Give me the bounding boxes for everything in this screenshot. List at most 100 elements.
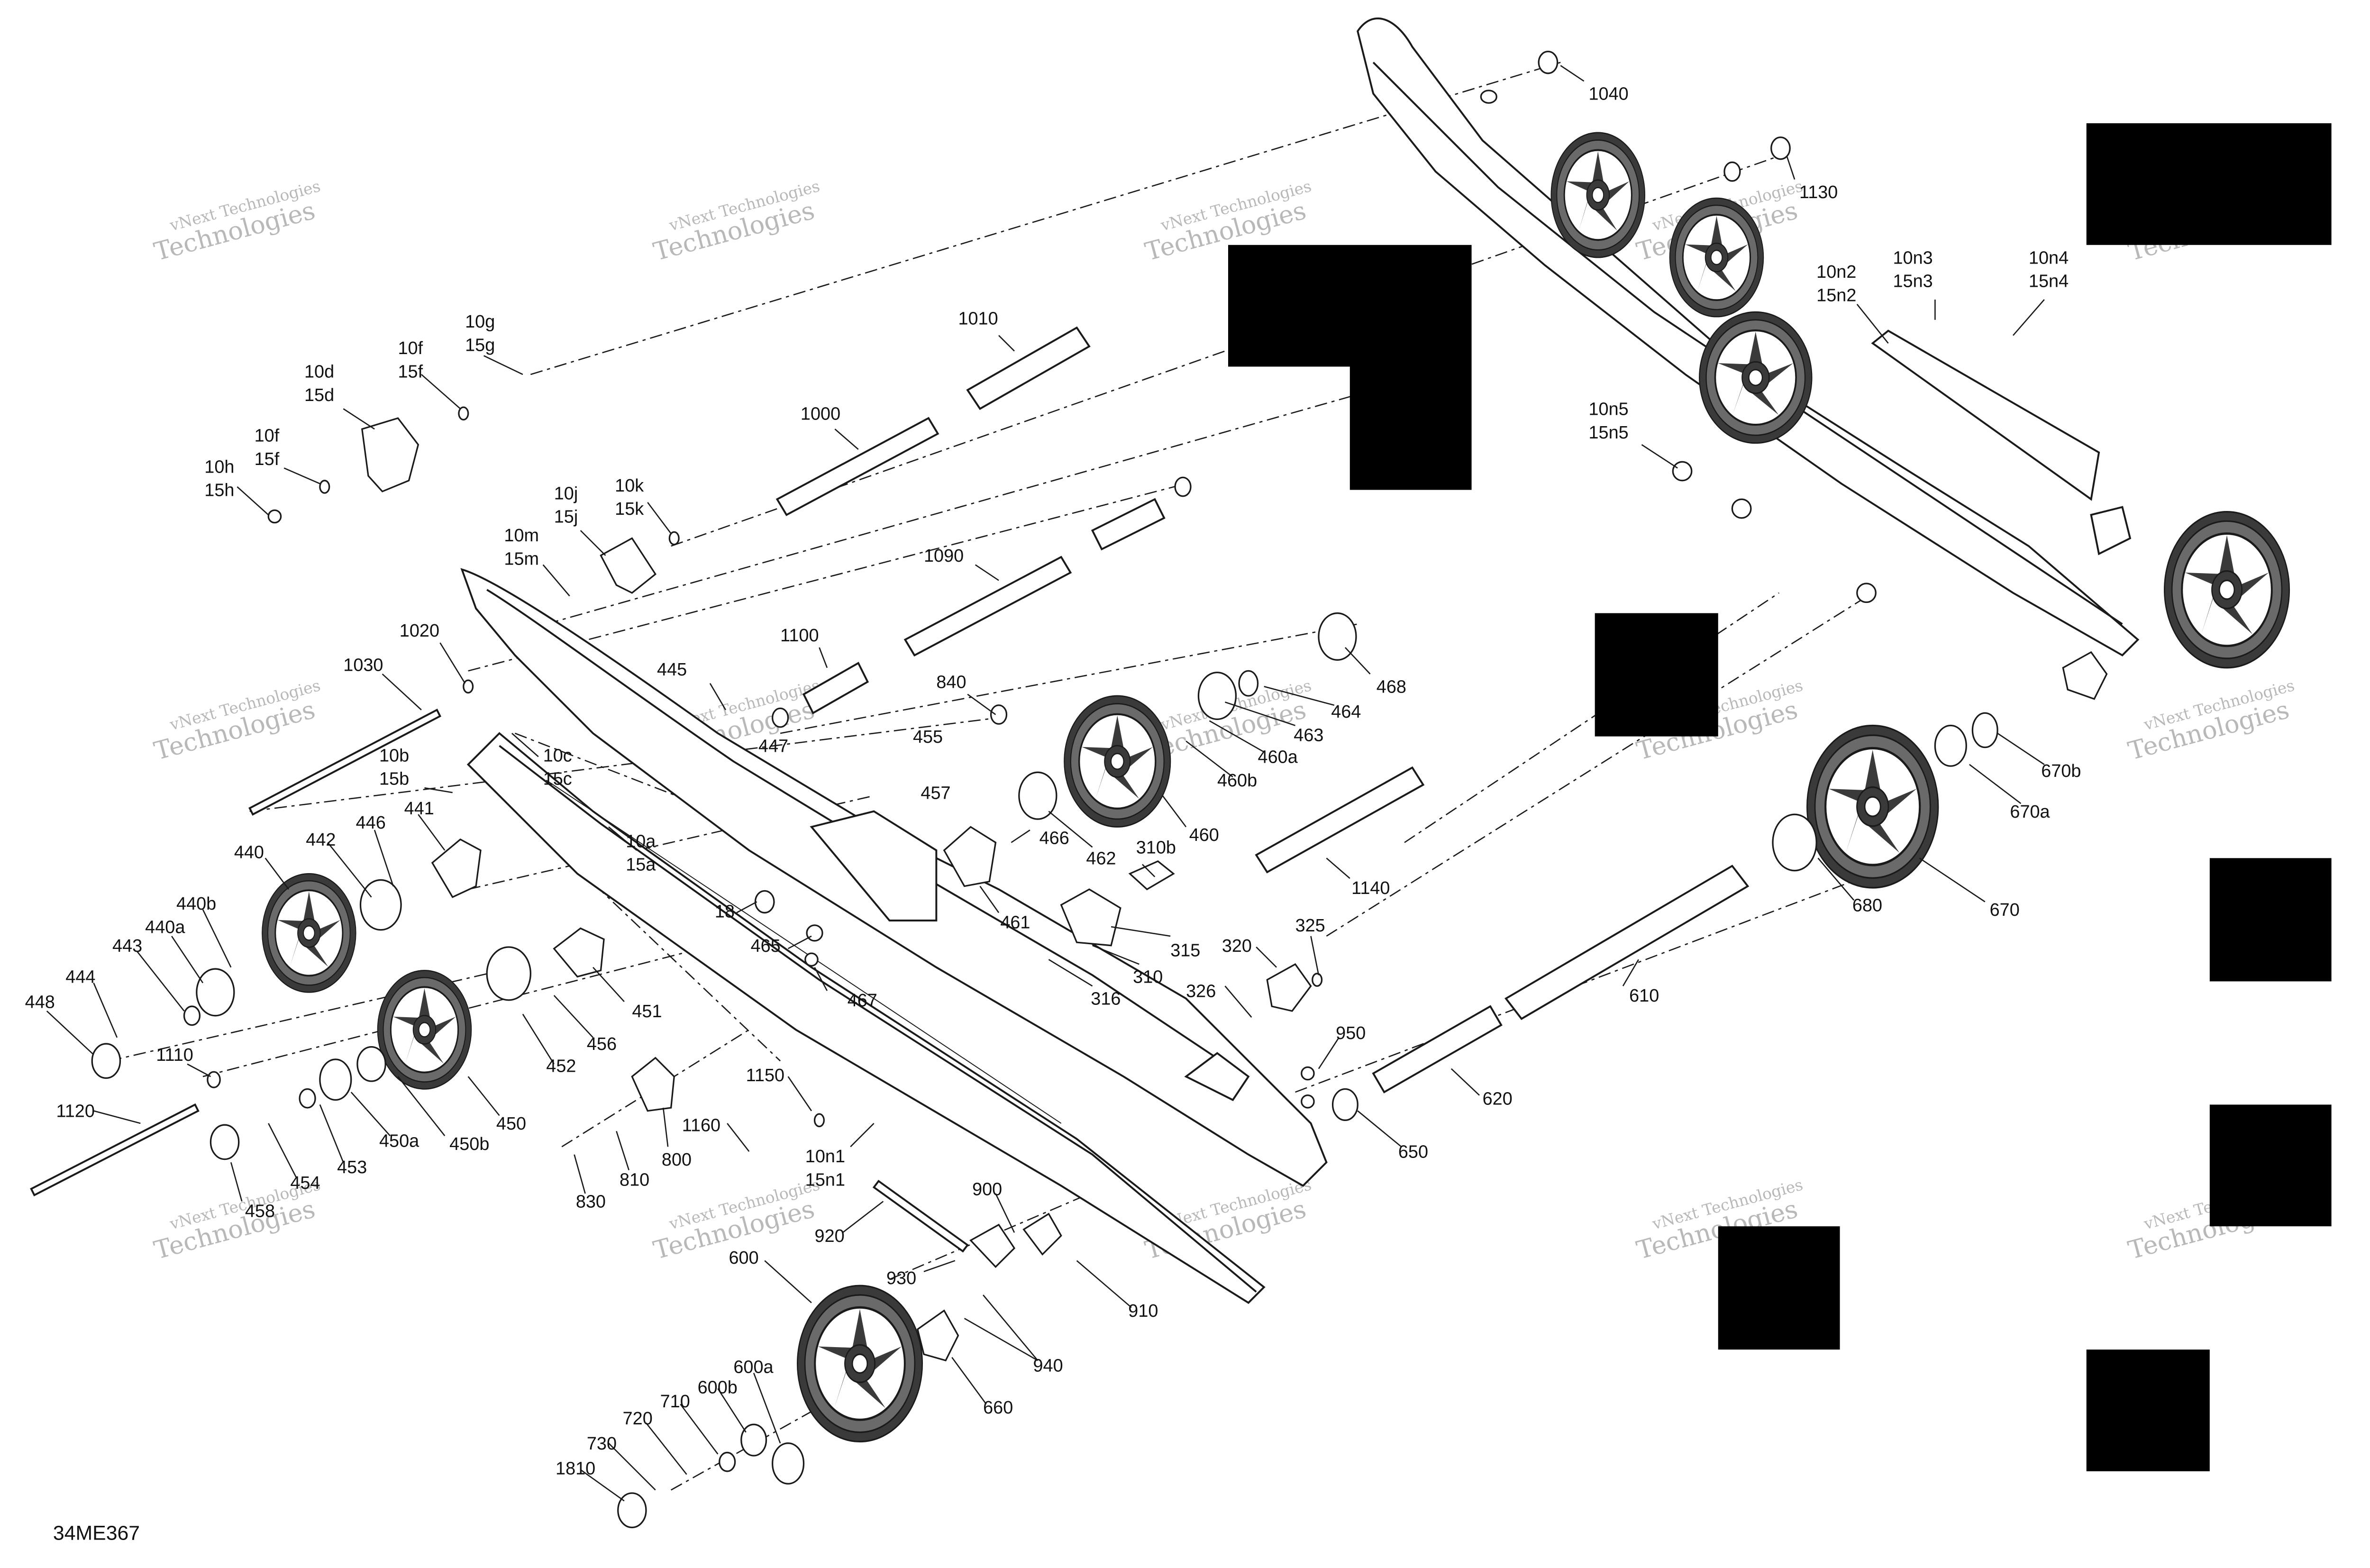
callout-label: 910 [1128, 1301, 1158, 1321]
callout-label: 660 [983, 1398, 1013, 1418]
callout-label: 10f [398, 338, 423, 358]
wheel-upper-4 [1670, 198, 1764, 317]
drawing-code: 34ME367 [53, 1522, 140, 1545]
callout-label: 1040 [1589, 84, 1629, 104]
callout-label: 680 [1852, 895, 1882, 915]
callout-label: 15n3 [1893, 272, 1933, 292]
callout-label: 316 [1091, 989, 1121, 1009]
wheel-upper-2 [1699, 312, 1812, 443]
bracket-10d [361, 417, 419, 492]
callout-label: 15f [255, 449, 280, 469]
bracket-451 [553, 927, 605, 978]
tube-1000b [1091, 498, 1166, 551]
callout-label: 10k [615, 476, 644, 496]
callout-label: 450b [449, 1134, 489, 1154]
callout-label: 810 [620, 1170, 649, 1190]
callout-label: 465 [751, 936, 781, 956]
callout-label: 444 [65, 967, 95, 987]
callout-label: 310b [1136, 838, 1176, 857]
watermark: vNext Technologies Technologies [151, 676, 322, 766]
callout-label: 10h [204, 457, 234, 477]
callout-label: 1130 [1799, 182, 1838, 202]
block-310 [1060, 888, 1121, 947]
callout-label: 451 [632, 1002, 662, 1021]
callout-label: 463 [1294, 725, 1323, 745]
callout-label: 15m [504, 549, 539, 569]
callout-label: 620 [1483, 1089, 1513, 1109]
callout-label: 10n2 [1816, 262, 1856, 282]
callout-label: 15n1 [805, 1170, 845, 1190]
callout-label: 458 [245, 1201, 275, 1221]
redaction-block [2209, 858, 2332, 982]
callout-label: 1010 [958, 309, 998, 329]
bracket-320 [1266, 963, 1312, 1012]
bracket-900 [969, 1223, 1016, 1268]
callout-label: 456 [587, 1034, 617, 1054]
callout-label: 10b [379, 746, 409, 766]
callout-label: 450a [379, 1131, 419, 1151]
callout-label: 670a [2010, 802, 2050, 822]
callout-label: 1090 [924, 546, 964, 566]
callout-label: 445 [657, 660, 687, 680]
callout-label: 600a [733, 1358, 774, 1377]
callout-label: 15k [615, 499, 644, 519]
bracket-800 [631, 1057, 675, 1112]
callout-label: 18 [715, 902, 735, 921]
wheel-440 [262, 874, 356, 992]
callout-label: 930 [886, 1268, 916, 1288]
wheel-upper-3 [2164, 512, 2289, 668]
callout-label: 464 [1331, 702, 1361, 722]
callout-label: 600b [698, 1377, 738, 1397]
redaction-block [1228, 245, 1472, 490]
callout-label: 325 [1295, 916, 1325, 936]
callout-label: 453 [337, 1158, 367, 1177]
callout-label: 10a [626, 831, 656, 851]
redaction-block [2086, 123, 2332, 245]
callout-label: 950 [1336, 1023, 1366, 1043]
callout-label: 600 [729, 1248, 758, 1268]
callout-label: 650 [1398, 1142, 1428, 1162]
callout-label: 15a [626, 855, 656, 875]
callout-label: 710 [660, 1392, 690, 1412]
callout-label: 900 [972, 1179, 1002, 1199]
callout-label: 452 [546, 1056, 576, 1076]
callout-label: 830 [576, 1192, 606, 1212]
callout-label: 15n2 [1816, 285, 1856, 305]
block-310b [1128, 860, 1175, 891]
redaction-block [1595, 613, 1718, 737]
callout-label: 442 [306, 830, 336, 850]
callout-label: 10j [554, 483, 578, 503]
callout-label: 315 [1170, 941, 1200, 961]
wheel-460 [1064, 696, 1170, 827]
callout-label: 15f [398, 362, 423, 382]
callout-label: 450 [496, 1114, 526, 1134]
shaft-1010 [966, 326, 1091, 410]
shaft-1000 [775, 417, 939, 516]
callout-label: 10d [304, 362, 334, 382]
redaction-block [2209, 1104, 2332, 1227]
callout-label: 730 [587, 1434, 617, 1454]
wheel-670 [1807, 726, 1938, 888]
redaction-block [2086, 1349, 2210, 1471]
callout-label: 10n1 [805, 1147, 845, 1167]
callout-label: 447 [758, 737, 788, 757]
callout-label: 1110 [156, 1045, 193, 1065]
callout-label: 443 [112, 936, 142, 956]
callout-label: 441 [404, 799, 434, 819]
callout-label: 10n5 [1589, 400, 1629, 419]
callout-label: 461 [1000, 912, 1030, 932]
callout-label: 440a [145, 917, 185, 937]
callout-label: 460a [1258, 748, 1298, 767]
callout-label: 466 [1039, 829, 1069, 848]
adapter-660 [916, 1309, 959, 1362]
callout-label: 10g [465, 312, 495, 332]
callout-label: 940 [1033, 1356, 1063, 1376]
callout-label: 920 [815, 1226, 845, 1246]
wheel-upper-1 [1551, 133, 1645, 257]
callout-label: 1030 [343, 655, 383, 675]
callout-label: 467 [848, 991, 877, 1011]
callout-label: 320 [1222, 936, 1252, 956]
bracket-441 [431, 838, 482, 898]
callout-label: 455 [913, 727, 943, 747]
